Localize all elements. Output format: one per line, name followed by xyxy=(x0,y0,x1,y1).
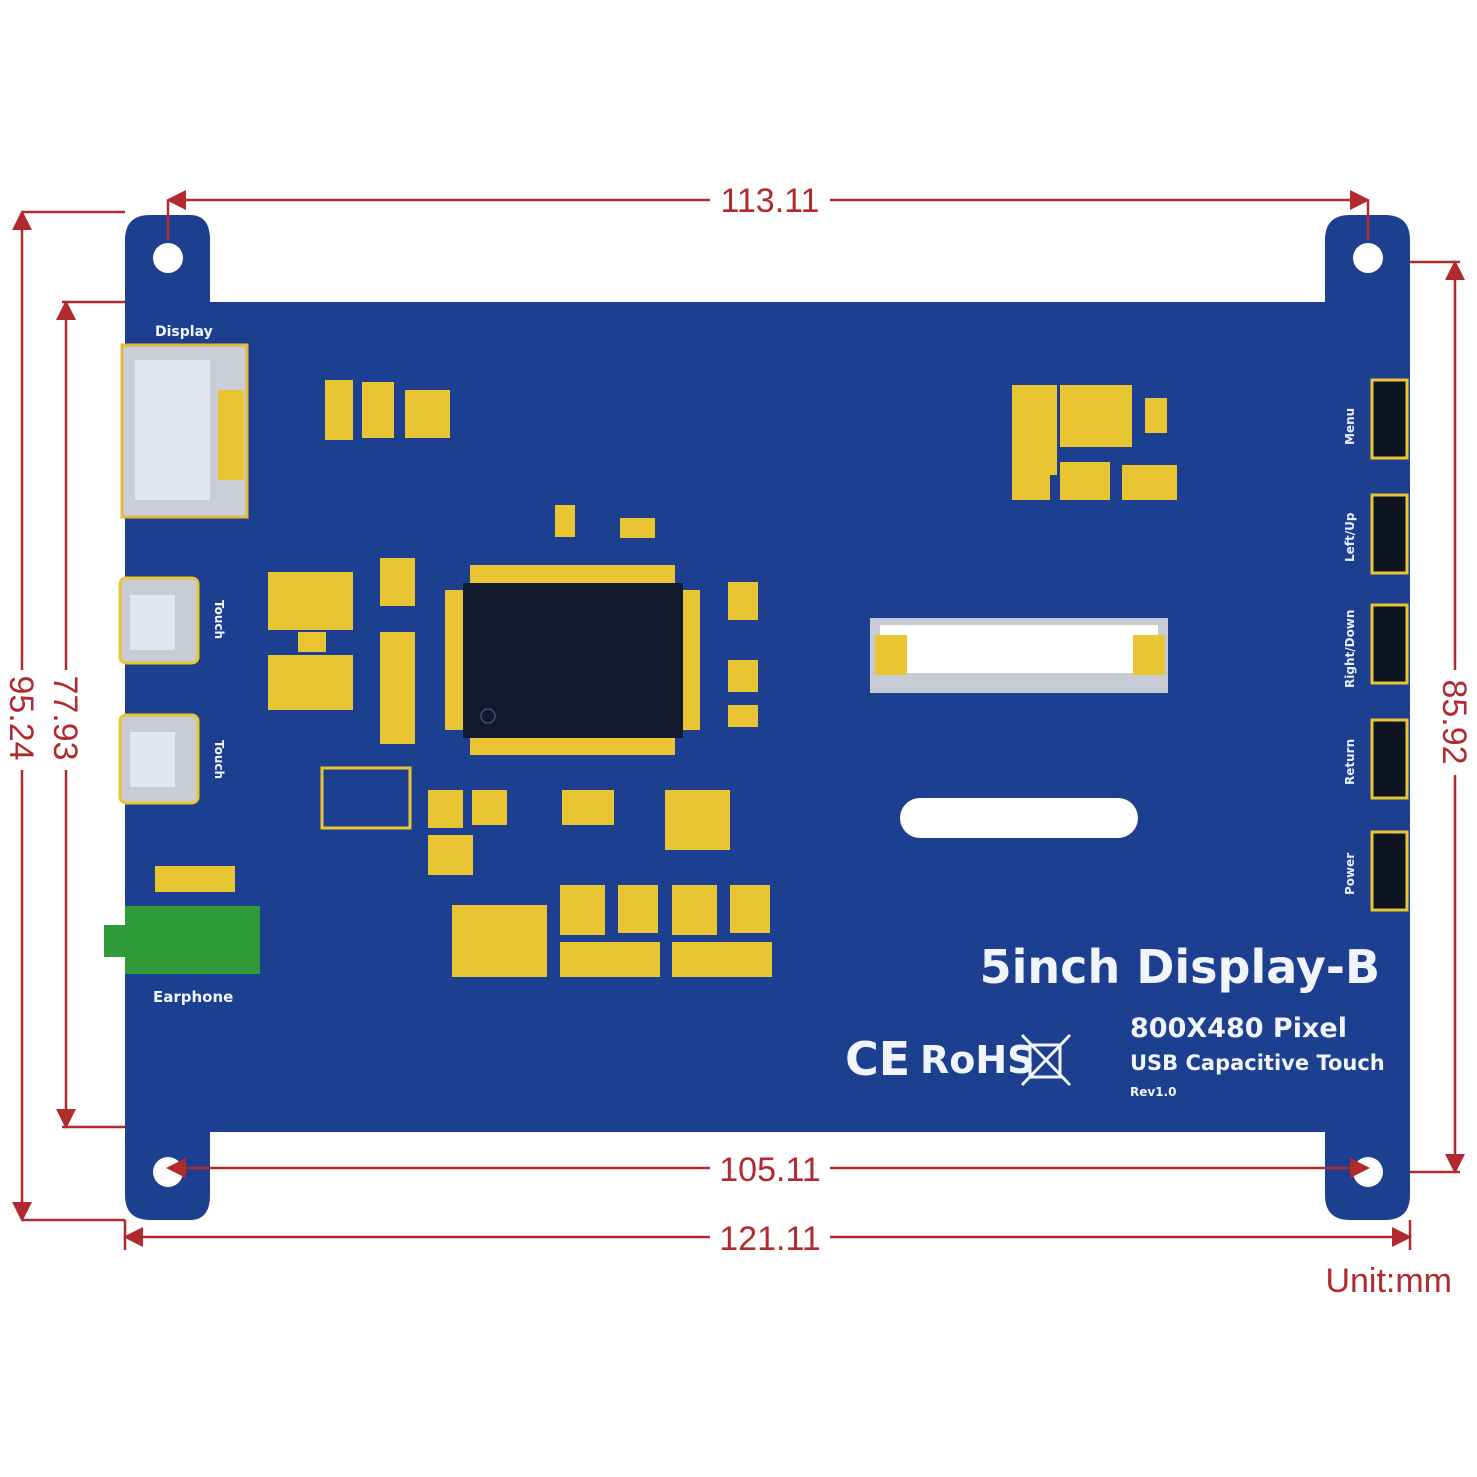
ce-mark: CE xyxy=(845,1032,910,1086)
mount-hole-bottom-left xyxy=(153,1157,183,1187)
rohs-mark: RoHS xyxy=(920,1038,1035,1082)
board-slot xyxy=(900,798,1138,838)
side-buttons xyxy=(1370,378,1409,912)
board-title: 5inch Display-B xyxy=(980,940,1380,994)
board-resolution: 800X480 Pixel xyxy=(1130,1013,1347,1044)
dimension-lines xyxy=(12,190,1465,1250)
dim-top-width: 113.11 xyxy=(721,182,820,220)
label-touch-2: Touch xyxy=(212,740,226,779)
dim-bottom-inner: 105.11 xyxy=(719,1151,820,1189)
label-earphone: Earphone xyxy=(153,988,233,1006)
weee-bin-icon xyxy=(1020,1033,1072,1087)
label-power: Power xyxy=(1343,853,1357,895)
fpc-connector xyxy=(870,618,1168,693)
unit-label: Unit:mm xyxy=(1325,1262,1452,1300)
dim-right-height: 85.92 xyxy=(1435,679,1473,764)
earphone-jack xyxy=(104,866,260,974)
mount-hole-top-left xyxy=(153,243,183,273)
label-left-up: Left/Up xyxy=(1343,512,1357,562)
pcb-board xyxy=(125,215,1410,1220)
mount-hole-top-right xyxy=(1353,243,1383,273)
dim-bottom-outer: 121.11 xyxy=(719,1220,820,1258)
mount-hole-bottom-right xyxy=(1353,1157,1383,1187)
label-return: Return xyxy=(1343,739,1357,785)
label-right-down: Right/Down xyxy=(1343,610,1357,688)
main-chip xyxy=(445,565,700,755)
board-touch-type: USB Capacitive Touch xyxy=(1130,1051,1385,1075)
label-menu: Menu xyxy=(1343,408,1357,445)
small-components xyxy=(268,380,1177,977)
label-display: Display xyxy=(155,324,213,340)
micro-usb-touch-2 xyxy=(118,713,200,805)
label-touch-1: Touch xyxy=(212,600,226,639)
dim-left-inner: 77.93 xyxy=(46,675,84,760)
hdmi-connector xyxy=(120,343,249,519)
board-revision: Rev1.0 xyxy=(1130,1085,1176,1099)
micro-usb-touch-1 xyxy=(118,576,200,665)
dim-left-outer: 95.24 xyxy=(2,675,40,760)
